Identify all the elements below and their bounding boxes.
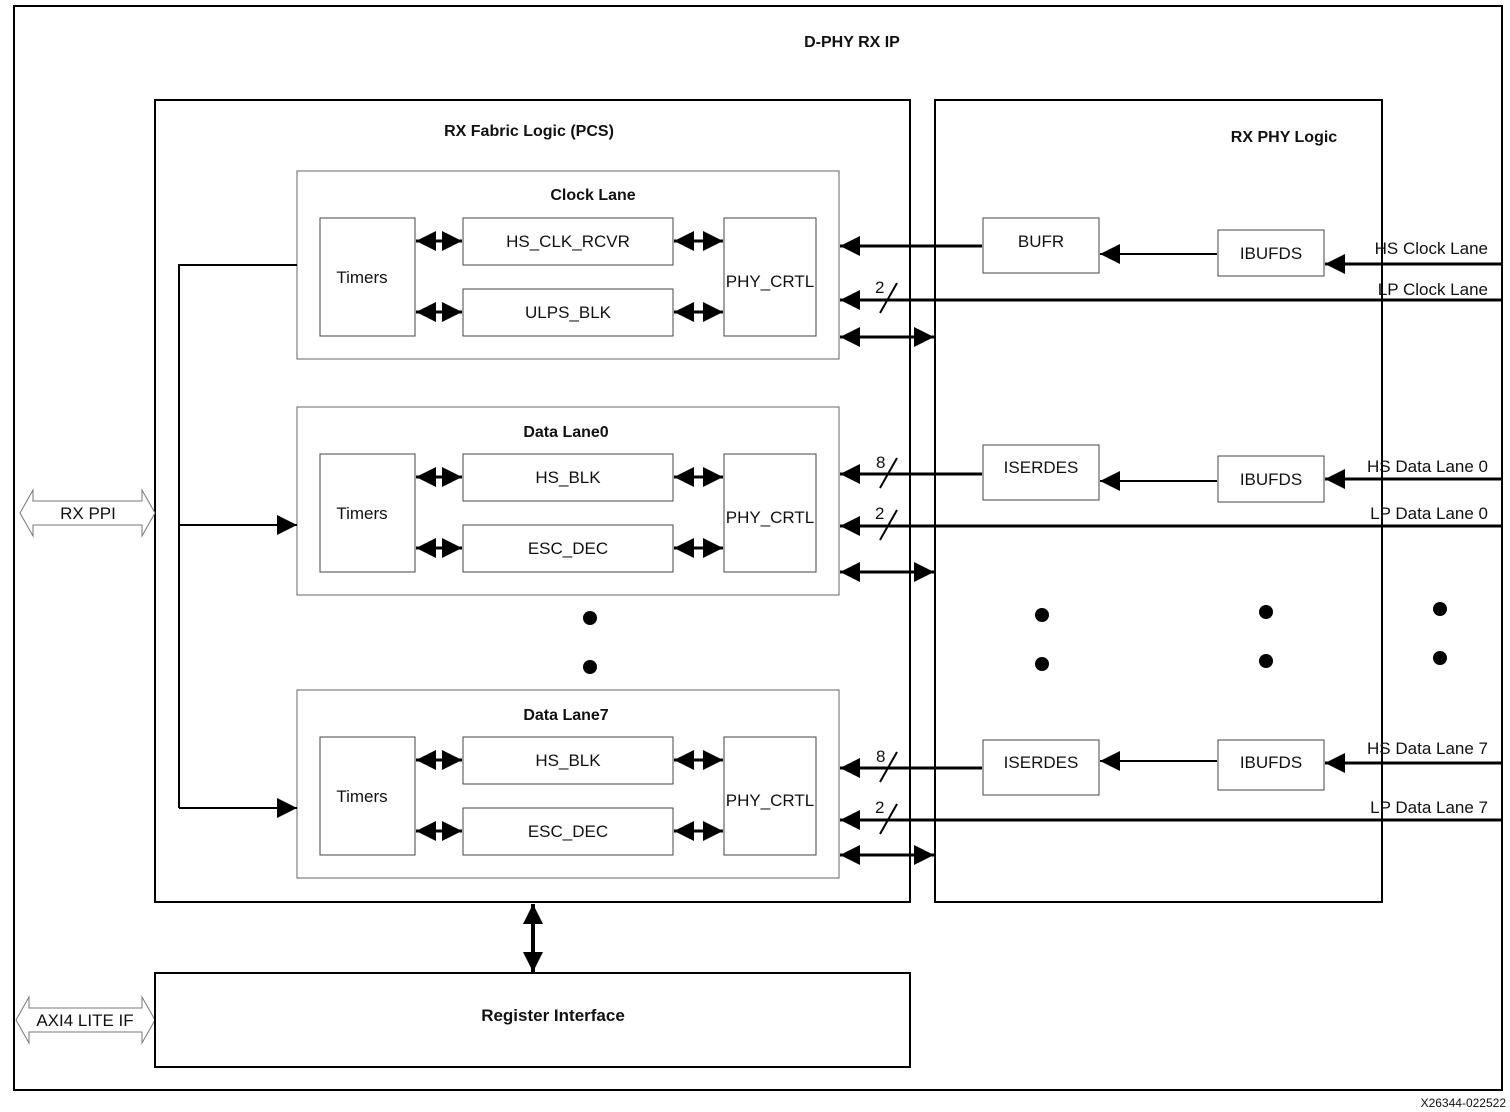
data-lane0-phy-crtl: PHY_CRTL	[726, 508, 815, 527]
axi4-lite-label: AXI4 LITE IF	[36, 1011, 133, 1030]
clock-lane-title: Clock Lane	[550, 187, 635, 204]
fabric-logic-box	[154, 99, 911, 903]
clock-lane-ulps-blk: ULPS_BLK	[525, 303, 612, 322]
hs-data7-label: HS Data Lane 7	[1367, 739, 1488, 758]
data-lane7-title: Data Lane7	[523, 707, 608, 724]
bus-width-hs-data7: 8	[876, 747, 885, 766]
ibufds0-label: IBUFDS	[1240, 470, 1302, 489]
lp-clock-label: LP Clock Lane	[1378, 280, 1488, 299]
bus-width-lp-data0: 2	[875, 504, 884, 523]
data-lane0-esc-dec: ESC_DEC	[528, 539, 608, 558]
iserdes0-box	[982, 444, 1100, 501]
bus-width-lp-clock: 2	[875, 278, 884, 297]
data-lane0-block: Data Lane0 Timers HS_BLK ESC_DEC PHY_CRT…	[296, 406, 840, 596]
data-lane7-hs-blk: HS_BLK	[535, 751, 601, 770]
bus-slash	[879, 751, 898, 783]
ellipsis-dot	[583, 611, 597, 625]
bus-slash	[879, 282, 898, 314]
data-lane0-title: Data Lane0	[523, 424, 608, 441]
lp-data0-label: LP Data Lane 0	[1370, 504, 1488, 523]
ellipsis-dot	[1433, 651, 1447, 665]
ibufds7-box	[1217, 739, 1325, 791]
clock-lane-timers: Timers	[336, 268, 387, 287]
data-lane7-phy-crtl: PHY_CRTL	[726, 791, 815, 810]
ibufds0-box	[1217, 455, 1325, 503]
timers-bus	[178, 264, 297, 818]
clock-lane-hs-clk-rcvr: HS_CLK_RCVR	[506, 232, 630, 251]
figure-id: X26344-022522	[1421, 1096, 1507, 1110]
iserdes0-label: ISERDES	[1004, 458, 1079, 477]
data-lane7-timers: Timers	[336, 787, 387, 806]
ellipsis-dot	[1259, 605, 1273, 619]
clock-lane-paths: 2 HS Clock Lane LP Clock Lane	[840, 236, 1502, 347]
hs-data0-label: HS Data Lane 0	[1367, 457, 1488, 476]
bus-width-hs-data0: 8	[876, 453, 885, 472]
rx-ppi-label: RX PPI	[60, 504, 116, 523]
ellipsis-dot	[1035, 657, 1049, 671]
data-lane7-paths: 8 2 HS Data Lane 7 LP Data Lane 7	[840, 739, 1502, 865]
register-interface-label: Register Interface	[481, 1006, 625, 1025]
clock-lane-block: Clock Lane Timers HS_CLK_RCVR ULPS_BLK P…	[296, 170, 840, 360]
rx-ppi-port: RX PPI	[19, 488, 156, 538]
lp-data7-label: LP Data Lane 7	[1370, 798, 1488, 817]
data-lane7-block: Data Lane7 Timers HS_BLK ESC_DEC PHY_CRT…	[296, 689, 840, 879]
data-lane0-paths: 8 2 HS Data Lane 0 LP Data Lane 0	[840, 453, 1502, 582]
hs-clock-label: HS Clock Lane	[1375, 239, 1488, 258]
data-lane0-timers: Timers	[336, 504, 387, 523]
ellipsis-dot	[1035, 608, 1049, 622]
ellipsis-dot	[1433, 602, 1447, 616]
iserdes7-box	[982, 739, 1100, 796]
bus-slash	[879, 509, 898, 541]
bufr-box	[982, 217, 1100, 274]
register-interface-box	[154, 972, 911, 1068]
ibufds7-label: IBUFDS	[1240, 753, 1302, 772]
bus-slash	[879, 803, 898, 835]
phy-logic-box	[934, 99, 1383, 903]
phy-logic-title: RX PHY Logic	[1231, 129, 1337, 146]
fabric-logic-title: RX Fabric Logic (PCS)	[444, 123, 614, 140]
ip-title: D-PHY RX IP	[804, 34, 900, 51]
bus-width-lp-data7: 2	[875, 798, 884, 817]
bus-slash	[879, 457, 898, 489]
ibufds-clock-label: IBUFDS	[1240, 244, 1302, 263]
iserdes7-label: ISERDES	[1004, 753, 1079, 772]
axi4-lite-port: AXI4 LITE IF	[15, 995, 156, 1045]
ellipsis-dot	[583, 660, 597, 674]
data-lane0-hs-blk: HS_BLK	[535, 468, 601, 487]
clock-lane-phy-crtl: PHY_CRTL	[726, 272, 815, 291]
data-lane7-esc-dec: ESC_DEC	[528, 822, 608, 841]
bufr-label: BUFR	[1018, 232, 1064, 251]
ellipsis-dot	[1259, 654, 1273, 668]
ip-boundary	[13, 5, 1503, 1091]
ibufds-clock-box	[1217, 229, 1325, 277]
